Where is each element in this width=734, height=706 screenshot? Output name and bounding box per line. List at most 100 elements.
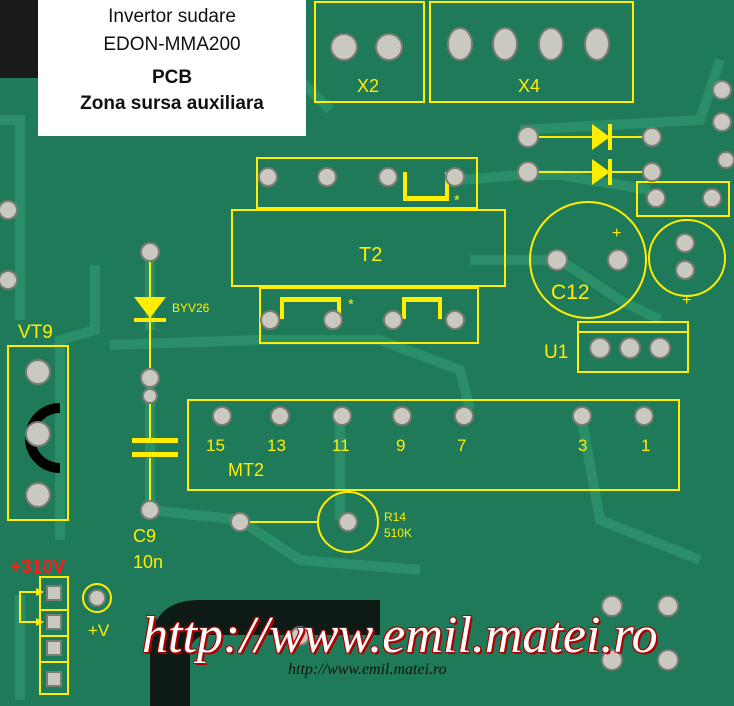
pad: [46, 614, 62, 630]
pad: [330, 33, 358, 61]
pad: [140, 242, 160, 262]
watermark-url-small: http://www.emil.matei.ro: [288, 661, 447, 678]
pad: [601, 595, 623, 617]
zone-line: Zona sursa auxiliara: [80, 93, 264, 114]
label-mt2: MT2: [228, 460, 264, 480]
pin-1: 1: [641, 436, 651, 455]
trace: [519, 58, 725, 135]
silkscreen-overlay: [7, 1, 730, 695]
model-line: EDON-MMA200: [103, 34, 241, 55]
pad: [445, 310, 465, 330]
pad: [657, 595, 679, 617]
pad: [572, 406, 592, 426]
pad: [607, 249, 629, 271]
label-c9-value: 10n: [133, 552, 164, 572]
pad: [258, 167, 278, 187]
board-slot: [150, 600, 380, 706]
pad: [0, 200, 18, 220]
pad: [323, 310, 343, 330]
label-c9: C9: [133, 526, 157, 546]
trace: [237, 515, 421, 575]
pad: [712, 112, 732, 132]
label-r14: R14: [384, 510, 407, 524]
x2-outline: [314, 1, 425, 103]
pad: [517, 126, 539, 148]
winding-bar: [402, 297, 406, 319]
label-star-bottom: *: [348, 296, 354, 313]
label-x4: X4: [518, 76, 541, 96]
watermark-url: http://www.emil.matei.ro: [142, 607, 658, 664]
t2-body-outline: [231, 209, 506, 287]
mt2-outline: [187, 399, 680, 491]
pad: [392, 406, 412, 426]
pin-15: 15: [206, 436, 225, 455]
diode-icon: [134, 297, 166, 318]
pad: [270, 406, 290, 426]
x4-outline: [429, 1, 634, 103]
pad: [634, 406, 654, 426]
pad: [646, 188, 666, 208]
label-310v: +310V: [10, 557, 66, 578]
pin-3: 3: [578, 436, 588, 455]
winding-bar: [402, 297, 442, 302]
arrow-icon: [36, 588, 44, 596]
pad: [140, 500, 160, 520]
diode-pads-outline: [636, 181, 730, 217]
label-star-top: *: [454, 192, 460, 209]
winding-bar: [403, 172, 407, 200]
pad: [619, 337, 641, 359]
pad: [546, 249, 568, 271]
pad: [642, 127, 662, 147]
pad: [589, 337, 611, 359]
label-x2: X2: [357, 76, 380, 96]
cap-outline: [648, 219, 726, 297]
pad: [140, 368, 160, 388]
c12-outline: [529, 201, 647, 319]
jumper-line: [19, 591, 40, 623]
pad: [517, 161, 539, 183]
t2-bottom-outline: [259, 287, 479, 344]
pad: [46, 671, 62, 687]
label-u1: U1: [544, 342, 569, 363]
dark-component-edge: [0, 0, 38, 78]
pad: [317, 167, 337, 187]
pad: [538, 27, 564, 61]
plus-v-outline: [82, 583, 112, 613]
pad: [601, 649, 623, 671]
winding-bar: [280, 297, 284, 319]
pad: [332, 406, 352, 426]
label-cap-plus: +: [682, 292, 692, 309]
pin-9: 9: [396, 436, 406, 455]
trace: [0, 115, 25, 320]
pad: [338, 512, 358, 532]
pcb-line: PCB: [151, 67, 193, 88]
c9-plate: [132, 438, 178, 443]
pad: [642, 162, 662, 182]
winding-bar: [445, 172, 449, 200]
title-box: Invertor sudare EDON-MMA200 PCB Zona sur…: [38, 0, 306, 136]
winding-bar: [280, 297, 340, 302]
solder-pads: [0, 27, 734, 687]
pad: [25, 359, 51, 385]
pad: [492, 27, 518, 61]
pad: [717, 151, 734, 169]
pad: [25, 482, 51, 508]
label-vt9: VT9: [18, 322, 53, 343]
trace: [459, 170, 651, 195]
trace: [55, 265, 100, 540]
pad: [649, 337, 671, 359]
pad: [702, 188, 722, 208]
pad: [46, 585, 62, 601]
diode-bar: [134, 318, 166, 322]
thick-marks: [132, 172, 449, 457]
pad: [447, 27, 473, 61]
pad: [375, 33, 403, 61]
trace: [575, 409, 702, 565]
diode-bar: [608, 124, 612, 150]
pad: [675, 260, 695, 280]
pad: [712, 80, 732, 100]
pad: [445, 167, 465, 187]
label-byv26: BYV26: [172, 301, 210, 315]
